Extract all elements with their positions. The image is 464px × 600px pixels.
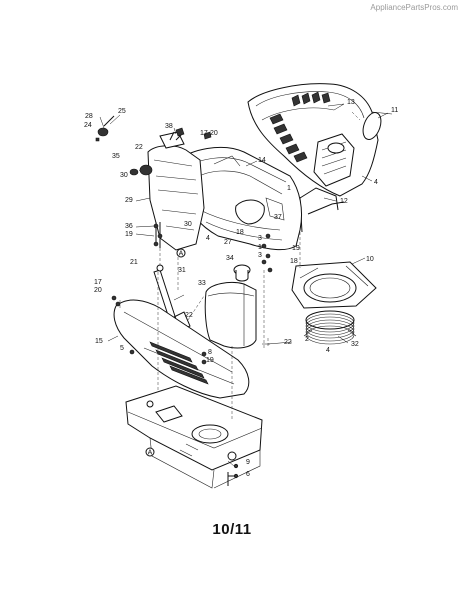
leader-lines — [99, 103, 389, 467]
side-panel-part — [113, 299, 250, 399]
callout-22c: 22 — [284, 339, 292, 346]
callout-33: 33 — [198, 280, 206, 287]
hood-part — [247, 83, 393, 197]
callout-5: 5 — [120, 345, 124, 352]
reference-marker-a-upper: A — [176, 248, 186, 258]
callout-13: 13 — [347, 99, 355, 106]
callout-37: 37 — [274, 214, 282, 221]
hood-vents — [269, 91, 331, 163]
callout-4a: 4 — [374, 179, 378, 186]
callout-32: 32 — [351, 341, 359, 348]
callout-18a: 18 — [236, 229, 244, 236]
fastener-group-left — [153, 222, 163, 248]
callout-12: 12 — [340, 198, 348, 205]
callout-17b: 17 — [94, 279, 102, 286]
callout-15: 15 — [95, 338, 103, 345]
callout-27: 27 — [224, 239, 232, 246]
fastener-group-lower — [111, 295, 207, 365]
callout-4b: 4 — [206, 235, 210, 242]
dash-support-frame — [129, 127, 212, 251]
dash-panel-part — [177, 146, 303, 251]
callout-14: 14 — [258, 157, 266, 164]
callout-1b: 1 — [258, 244, 262, 251]
callout-19a: 19 — [125, 231, 133, 238]
reference-marker-a-lower: A — [145, 447, 155, 457]
callout-6: 6 — [246, 471, 250, 478]
callout-22b: 22 — [185, 312, 193, 319]
callout-19c: 19 — [206, 357, 214, 364]
callout-28: 28 — [85, 113, 93, 120]
assembly-guide-lines — [119, 111, 361, 420]
callout-20b: 20 — [94, 287, 102, 294]
chassis-frame-part — [125, 385, 263, 489]
page-number-label: 10/11 — [212, 521, 252, 538]
callout-24: 24 — [84, 122, 92, 129]
watermark-text: AppliancePartsPros.com — [370, 3, 458, 12]
callout-22a: 22 — [135, 144, 143, 151]
callout-31: 31 — [178, 267, 186, 274]
callout-29: 29 — [125, 197, 133, 204]
callout-35: 35 — [112, 153, 120, 160]
callout-30a: 30 — [120, 172, 128, 179]
callout-8: 8 — [208, 349, 212, 356]
callout-9: 9 — [246, 459, 250, 466]
air-shroud-part — [291, 261, 377, 309]
coil-ring-part — [303, 310, 357, 345]
side-panel-vents — [149, 341, 209, 385]
callout-3b: 3 — [258, 252, 262, 259]
callout-20a: 20 — [210, 130, 218, 137]
callout-2: 2 — [305, 336, 309, 343]
callout-1a: 1 — [287, 185, 291, 192]
fastener-group-right — [256, 233, 273, 273]
callout-38: 38 — [165, 123, 173, 130]
callout-36: 36 — [125, 223, 133, 230]
callout-4c: 4 — [326, 347, 330, 354]
callout-11: 11 — [391, 107, 398, 114]
callout-Ab: A — [148, 450, 153, 457]
callout-10: 10 — [366, 256, 374, 263]
callout-18b: 18 — [290, 258, 298, 265]
callout-17a: 17 — [200, 130, 208, 137]
callout-34: 34 — [226, 255, 234, 262]
callout-30b: 30 — [184, 221, 192, 228]
callout-Aa: A — [179, 251, 184, 258]
callout-19b: 19 — [292, 245, 300, 252]
callout-21: 21 — [130, 259, 138, 266]
ignition-key-parts — [95, 115, 115, 142]
callout-labels: 28 25 24 38 17 20 22 35 30 14 13 11 4 1 … — [84, 99, 398, 478]
fuel-tank-part — [204, 264, 257, 349]
callout-3a: 3 — [258, 235, 262, 242]
callout-25: 25 — [118, 108, 126, 115]
